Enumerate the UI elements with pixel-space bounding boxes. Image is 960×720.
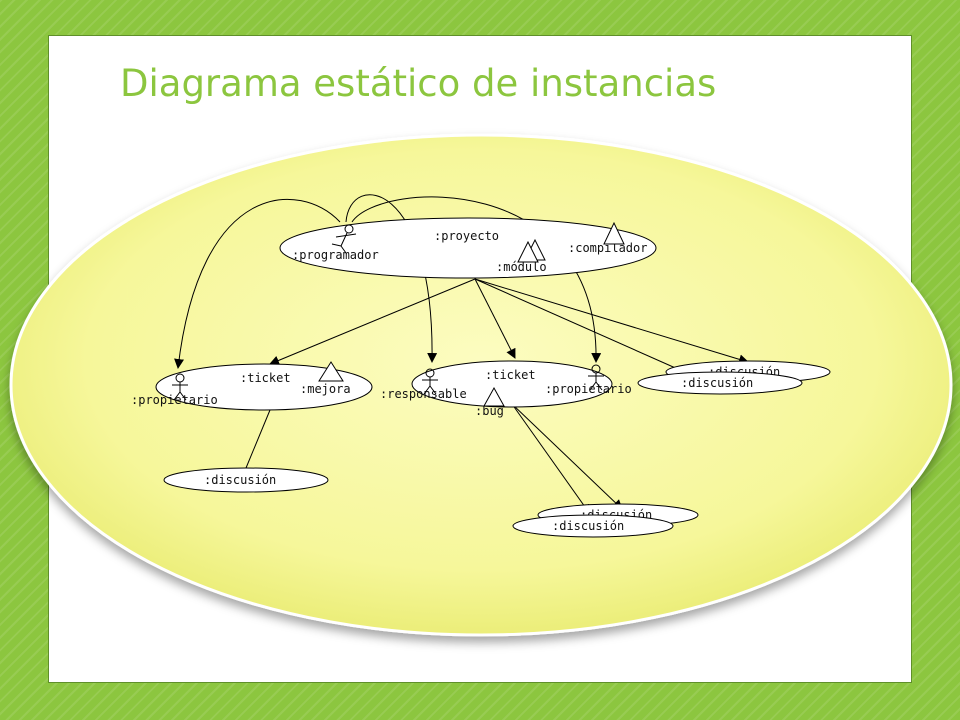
propietario-center-label: :propietario: [545, 382, 632, 396]
node-discusion-bottom-front[interactable]: :discusión: [512, 514, 674, 538]
node-proyecto[interactable]: :proyecto :programador :compilador :módu…: [279, 217, 657, 279]
proyecto-label: :proyecto: [434, 229, 499, 243]
compilador-label: :compilador: [568, 241, 647, 255]
programador-label: :programador: [292, 248, 379, 262]
discusion-right-front-label: :discusión: [681, 376, 753, 390]
connector-proyecto-discusion-back: [474, 278, 749, 365]
node-discusion-right-front[interactable]: :discusión: [637, 371, 803, 395]
connector-programador-responsable: [345, 194, 438, 363]
triangle-icon: [603, 221, 625, 245]
triangle-icon: [318, 361, 344, 382]
discusion-bottom-front-label: :discusión: [552, 519, 624, 533]
stick-figure-icon: [172, 373, 188, 401]
stick-figure-icon: [422, 368, 438, 395]
node-discusion-left[interactable]: :discusión: [163, 467, 329, 493]
connector-proyecto-ticket-center: [474, 278, 516, 359]
ticket-center-label: :ticket: [485, 368, 536, 382]
connector-programador-propietario-center: [351, 196, 602, 363]
stick-figure-icon: [331, 224, 357, 254]
ticket-left-label: :ticket: [240, 371, 291, 385]
stick-figure-icon: [588, 364, 604, 391]
connector-proyecto-ticket-left: [269, 278, 476, 366]
propietario-left-label: :propietario: [131, 393, 218, 407]
triangle-icon: [517, 240, 539, 263]
mejora-label: :mejora: [300, 382, 351, 396]
node-ticket-left[interactable]: :ticket :mejora: [155, 363, 373, 411]
triangle-icon: [483, 386, 505, 407]
connectors: [174, 194, 749, 515]
responsable-label: :responsable: [380, 387, 467, 401]
bug-label: :bug: [475, 404, 504, 418]
node-ticket-center[interactable]: :ticket :propietario :bug: [411, 360, 632, 418]
connector-ticket-center-discusion-back: [511, 403, 623, 510]
modulo-label: :módulo: [496, 260, 547, 274]
connector-proyecto-discusion-front: [474, 278, 681, 371]
page-title: Diagrama estático de instancias: [120, 62, 717, 105]
connector-ticket-left-discusion: [245, 409, 271, 469]
connector-programador-propietario-left: [174, 198, 341, 369]
discusion-left-label: :discusión: [204, 473, 276, 487]
connector-ticket-center-discusion-front: [511, 403, 591, 515]
